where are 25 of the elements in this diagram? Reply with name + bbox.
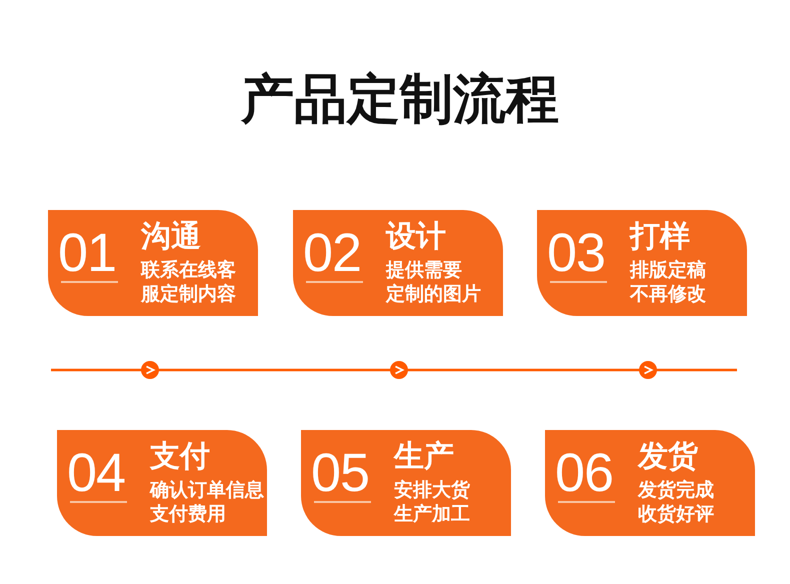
step-title: 打样 (630, 219, 690, 255)
step-title: 发货 (638, 439, 698, 475)
step-card (293, 210, 503, 316)
step-description: 提供需要定制的图片 (386, 258, 482, 306)
step-description: 确认订单信息支付费用 (150, 478, 265, 526)
page-title: 产品定制流程 (240, 69, 560, 131)
step-number: 02 (303, 226, 362, 280)
step-description: 排版定稿不再修改 (630, 258, 707, 306)
step-title: 生产 (394, 439, 454, 475)
step-number: 01 (58, 226, 116, 280)
step-card (48, 210, 258, 316)
step-description: 发货完成收货好评 (638, 478, 715, 526)
step-number: 04 (67, 446, 126, 500)
step-description: 安排大货生产加工 (394, 478, 471, 526)
step-number: 06 (555, 446, 614, 500)
step-title: 支付 (150, 439, 210, 475)
step-title: 沟通 (141, 219, 201, 255)
step-title: 设计 (386, 219, 446, 255)
step-card (537, 210, 747, 316)
step-description: 联系在线客服定制内容 (141, 258, 237, 306)
step-card (301, 430, 511, 536)
step-number: 05 (311, 446, 370, 500)
step-card (545, 430, 755, 536)
step-card (57, 430, 267, 536)
step-number: 03 (547, 226, 606, 280)
